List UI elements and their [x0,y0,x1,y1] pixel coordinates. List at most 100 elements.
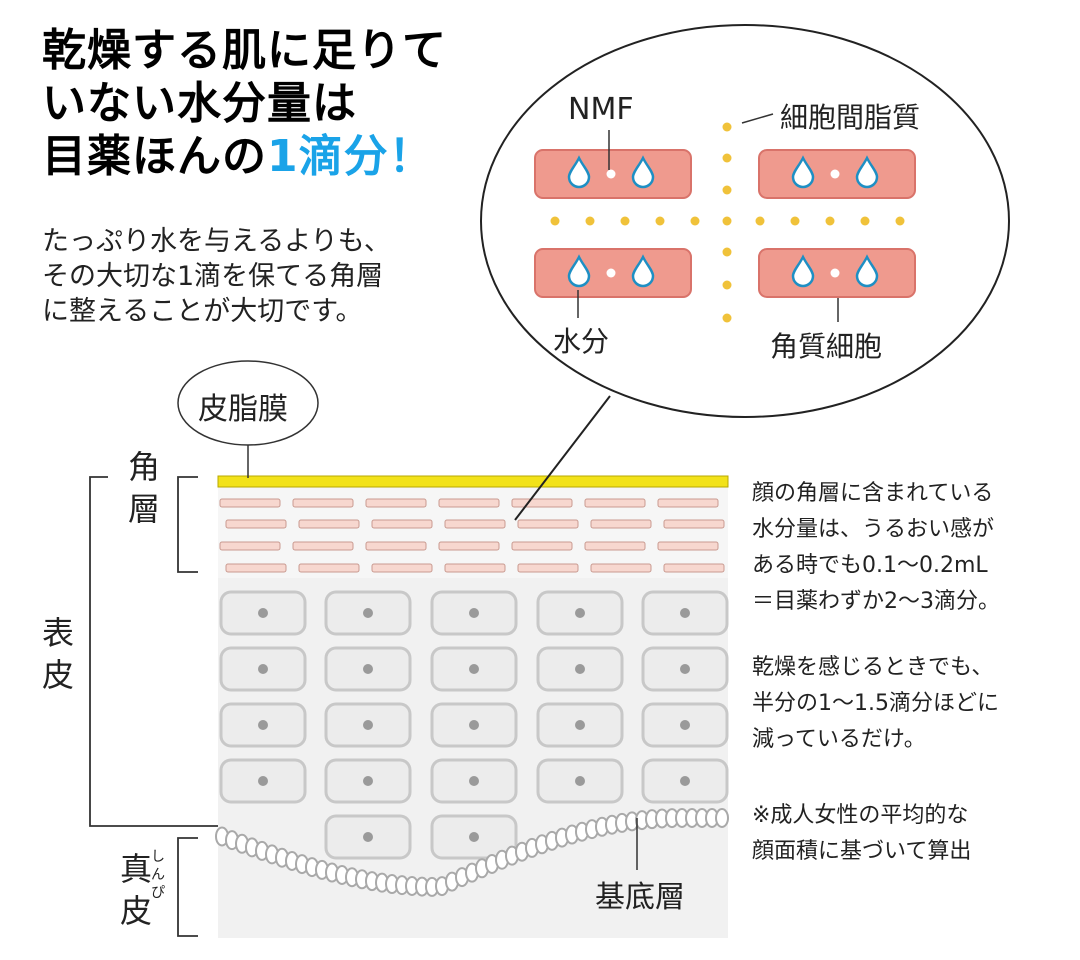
cell-nucleus [680,664,690,674]
info-line: 減っているだけ。 [752,727,926,752]
cell-nucleus [575,720,585,730]
epidermis-label: 表皮 [41,614,74,694]
flat-corneocyte [590,519,652,529]
info-line: 顔の角層に含まれている [752,481,994,506]
flat-corneocyte [590,563,652,573]
lipid-dot [860,216,870,226]
flat-corneocyte [511,498,573,508]
lipid-dot [722,313,732,323]
lipid-dot [585,216,595,226]
flat-corneocyte [511,541,573,551]
water-droplet-icon [791,254,815,288]
dermis-label: 真皮 [119,850,152,930]
flat-corneocyte [371,519,433,529]
zoom-connector [514,395,611,521]
flat-corneocyte [371,563,433,573]
lipid-dot [895,216,905,226]
lipid-dot [722,185,732,195]
intro-line-2: その大切な1滴を保てる角層 [42,261,384,292]
lipid-dot [690,216,700,226]
water-droplet-icon [567,155,591,189]
lipid-dot [722,216,732,226]
cell-nucleus [363,608,373,618]
epidermis-bracket [89,476,218,827]
flat-corneocyte [292,498,354,508]
nmf-dot [606,268,616,278]
cell-nucleus [258,608,268,618]
cell-nucleus [680,776,690,786]
flat-corneocyte [444,563,506,573]
flat-corneocyte [517,563,579,573]
water-label: 水分 [553,325,610,358]
cell-nucleus [469,776,479,786]
info-note: ※成人女性の平均的な 顔面積に基づいて算出 [752,798,971,870]
flat-corneocyte [298,519,360,529]
lipid-dot [790,216,800,226]
water-droplet-icon [631,155,655,189]
cell-nucleus [575,776,585,786]
cell-nucleus [258,720,268,730]
headline-line-3-prefix: 目薬ほんの [42,131,267,182]
flat-corneocyte [438,498,500,508]
nmf-dot [830,268,840,278]
basal-cell [715,808,729,828]
cell-nucleus [258,664,268,674]
cell-nucleus [469,664,479,674]
nmf-dot [830,169,840,179]
flat-corneocyte [219,541,281,551]
info-line: 水分量は、うるおい感が [752,517,995,542]
info-paragraph-2: 乾燥を感じるときでも、 半分の1〜1.5滴分ほどに 減っているだけ。 [752,650,999,758]
cell-nucleus [469,608,479,618]
dermis-ruby: しんぴ [151,849,165,901]
lipid-dot [620,216,630,226]
intro-line-3: に整えることが大切です。 [42,296,363,327]
flat-corneocyte [438,541,500,551]
flat-corneocyte [219,498,281,508]
flat-corneocyte [657,498,719,508]
lipid-dot [755,216,765,226]
flat-corneocyte [365,541,427,551]
corneocytes [534,149,916,298]
stratum-corneum-bracket [177,476,198,573]
stratum-corneum-label: 角層 [127,448,160,528]
flat-corneocyte [444,519,506,529]
sebum-label: 皮脂膜 [198,392,288,427]
flat-corneocyte [365,498,427,508]
cell-nucleus [469,832,479,842]
lipid-dot [550,216,560,226]
nmf-label: NMF [568,92,634,127]
flat-corneocyte [517,519,579,529]
dermis-bracket [177,837,198,937]
flat-corneocyte [225,563,287,573]
info-line: 顔面積に基づいて算出 [752,839,972,864]
headline-line-2: いない水分量は [42,78,357,129]
headline: 乾燥する肌に足りて いない水分量は 目薬ほんの1滴分！ [42,24,447,183]
cell-nucleus [680,720,690,730]
water-droplet-icon [855,254,879,288]
zoom-circle [480,24,1010,418]
flat-corneocyte [657,541,719,551]
info-line: 半分の1〜1.5滴分ほどに [752,691,999,716]
cell-nucleus [363,832,373,842]
headline-line-1: 乾燥する肌に足りて [42,25,447,76]
water-droplet-icon [631,254,655,288]
lipid-dot [825,216,835,226]
lipid-dot [722,153,732,163]
intro-line-1: たっぷり水を与えるよりも、 [42,226,391,257]
headline-line-3: 目薬ほんの1滴分！ [42,130,447,183]
info-paragraph-1: 顔の角層に含まれている 水分量は、うるおい感が ある時でも0.1〜0.2mL ＝… [752,476,1000,620]
intro-text: たっぷり水を与えるよりも、 その大切な1滴を保てる角層 に整えることが大切です。 [42,224,391,329]
stratum-corneum-cells [219,498,725,573]
cell-nucleus [575,608,585,618]
cell-nucleus [363,720,373,730]
lipid-label: 細胞間脂質 [780,101,921,134]
info-line: ※成人女性の平均的な [752,803,969,828]
flat-corneocyte [663,519,725,529]
flat-corneocyte [663,563,725,573]
sebum-film [217,475,729,488]
water-droplet-icon [791,155,815,189]
info-line: ＝目薬わずか2〜3滴分。 [752,589,1000,614]
cell-nucleus [575,664,585,674]
flat-corneocyte [298,563,360,573]
